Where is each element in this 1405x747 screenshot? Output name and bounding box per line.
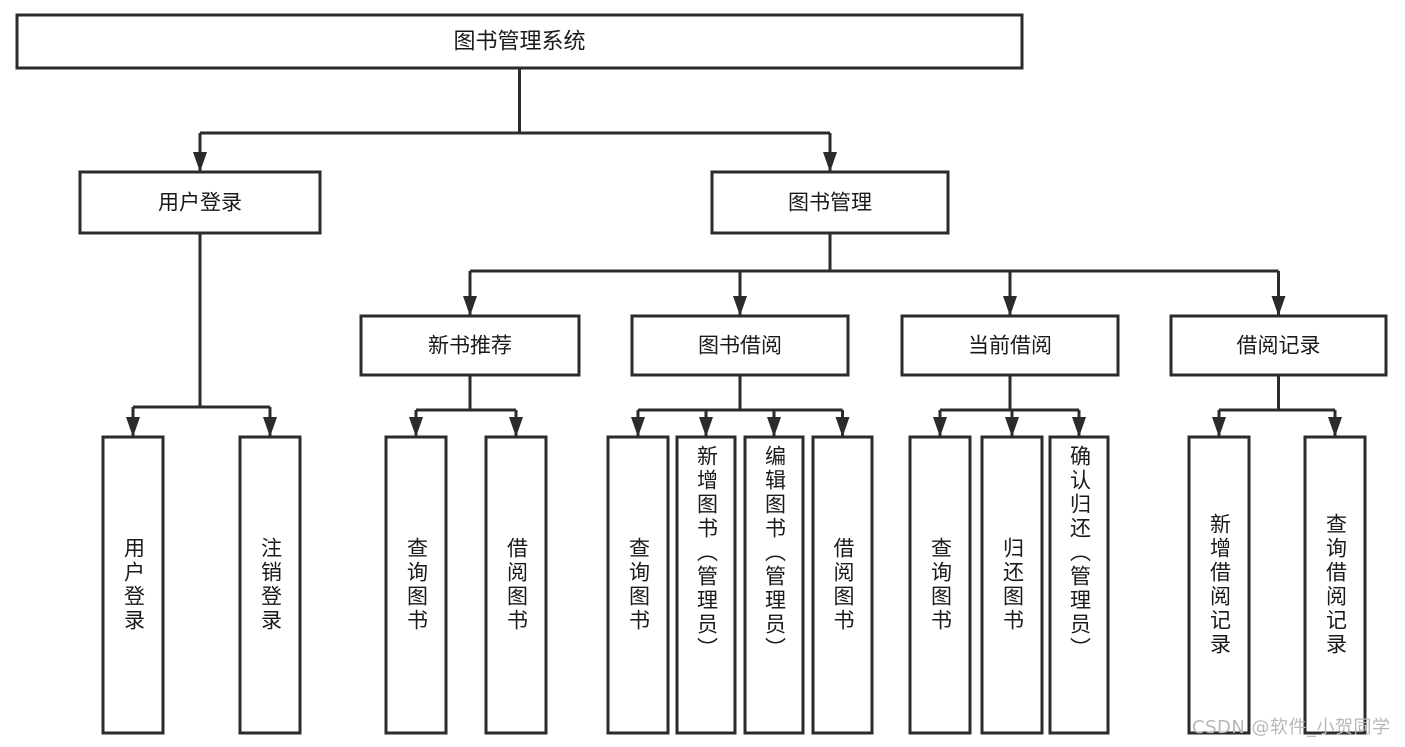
node-box-book-borrow[interactable] (630, 314, 850, 377)
arrow-head-icon-current-borrow (1003, 296, 1017, 316)
node-box-leaf-query-borrow-rec[interactable] (1303, 435, 1367, 735)
arrow-head-icon-leaf-query-borrow-rec (1328, 417, 1342, 437)
node-box-leaf-add-book-admin[interactable] (675, 435, 737, 735)
node-box-leaf-query-book-1[interactable] (384, 435, 448, 735)
arrow-head-icon-borrow-record (1271, 296, 1286, 316)
node-box-leaf-confirm-return[interactable] (1048, 435, 1110, 735)
arrow-head-icon-leaf-user-login (126, 417, 140, 437)
node-box-leaf-edit-book-admin[interactable] (743, 435, 805, 735)
node-box-leaf-query-book-2[interactable] (606, 435, 670, 735)
arrow-head-icon-leaf-add-book-admin (699, 417, 713, 437)
arrow-head-icon-leaf-confirm-return (1072, 417, 1086, 437)
node-label-book-manage: 图书管理 (788, 191, 872, 215)
arrow-head-icon-leaf-edit-book-admin (767, 417, 781, 437)
arrow-head-icon-leaf-return-book (1005, 417, 1019, 437)
node-box-leaf-return-book[interactable] (980, 435, 1044, 735)
node-box-borrow-record[interactable] (1169, 314, 1388, 377)
arrow-head-icon-leaf-borrow-book-2 (835, 417, 850, 437)
node-box-leaf-logout-login[interactable] (238, 435, 302, 735)
node-box-current-borrow[interactable] (900, 314, 1120, 377)
arrow-head-icon-book-manage (823, 152, 837, 172)
arrow-head-icon-book-borrow (733, 296, 747, 316)
watermark-text: CSDN @软件_小贺同学 (1192, 717, 1391, 738)
node-label-borrow-record: 借阅记录 (1237, 334, 1321, 358)
node-box-leaf-query-book-3[interactable] (908, 435, 972, 735)
arrow-head-icon-leaf-query-book-1 (409, 417, 423, 437)
node-box-root[interactable] (15, 13, 1024, 70)
node-label-user-login: 用户登录 (158, 191, 242, 215)
node-box-leaf-user-login[interactable] (101, 435, 165, 735)
arrow-head-icon-leaf-query-book-2 (631, 417, 645, 437)
node-box-new-book-recommend[interactable] (359, 314, 581, 377)
node-label-new-book-recommend: 新书推荐 (428, 334, 512, 358)
arrow-head-icon-leaf-add-borrow-record (1212, 417, 1226, 437)
node-label-book-borrow: 图书借阅 (698, 334, 782, 358)
arrow-head-icon-user-login (193, 152, 207, 172)
node-box-leaf-borrow-book-2[interactable] (811, 435, 874, 735)
arrow-head-icon-leaf-borrow-book-1 (509, 417, 523, 437)
boxes-layer (15, 13, 1388, 735)
node-box-book-manage[interactable] (710, 170, 950, 235)
connectors-layer (126, 68, 1342, 437)
node-box-leaf-borrow-book-1[interactable] (484, 435, 548, 735)
arrow-head-icon-new-book-recommend (463, 296, 477, 316)
arrow-head-icon-leaf-logout-login (263, 417, 277, 437)
node-label-current-borrow: 当前借阅 (968, 334, 1052, 358)
arrow-head-icon-leaf-query-book-3 (933, 417, 947, 437)
node-label-root: 图书管理系统 (453, 30, 585, 55)
node-box-leaf-add-borrow-record[interactable] (1187, 435, 1251, 735)
node-box-user-login[interactable] (78, 170, 322, 235)
